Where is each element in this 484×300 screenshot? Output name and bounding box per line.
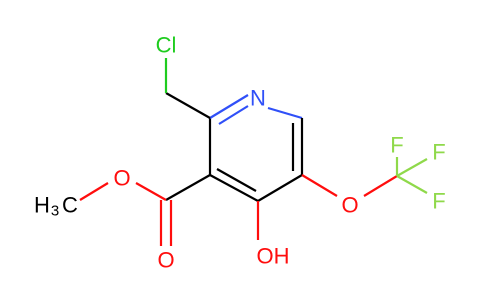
methyl-subscript-label: 3 [51, 203, 59, 220]
bond-carbonyl-o-single [135, 182, 167, 201]
bond-c2-n [209, 94, 249, 119]
bond-c4-c3 [209, 174, 259, 202]
bond-c2-ch2 [165, 92, 211, 119]
nitrogen-label: N [250, 86, 266, 111]
chlorine-label: Cl [156, 33, 177, 58]
ether-oxygen-label: O [341, 193, 358, 218]
bond-c5-c4 [257, 174, 303, 202]
bond-c3-carbonyl [165, 174, 211, 201]
bond-c5-o [301, 174, 338, 197]
methyl-c-label: C [62, 193, 78, 218]
fluorine-top-label: F [390, 133, 403, 158]
bond-n-c6 [267, 106, 303, 120]
bond-c2-n-inner [218, 105, 249, 125]
methyl-h-label: H [34, 193, 50, 218]
bond-cf3-f-bottom [396, 175, 428, 194]
bond-ester-o-methyl [79, 182, 109, 201]
fluorine-right-label: F [432, 140, 445, 165]
bond-o-cf3 [363, 175, 398, 197]
carbonyl-oxygen-label: O [157, 248, 174, 273]
hydroxyl-label: OH [257, 244, 290, 269]
bond-c4-c3-inner [216, 168, 257, 192]
ester-oxygen-label: O [113, 166, 130, 191]
bond-cf3-f-right [396, 158, 428, 177]
fluorine-bottom-label: F [432, 189, 445, 214]
